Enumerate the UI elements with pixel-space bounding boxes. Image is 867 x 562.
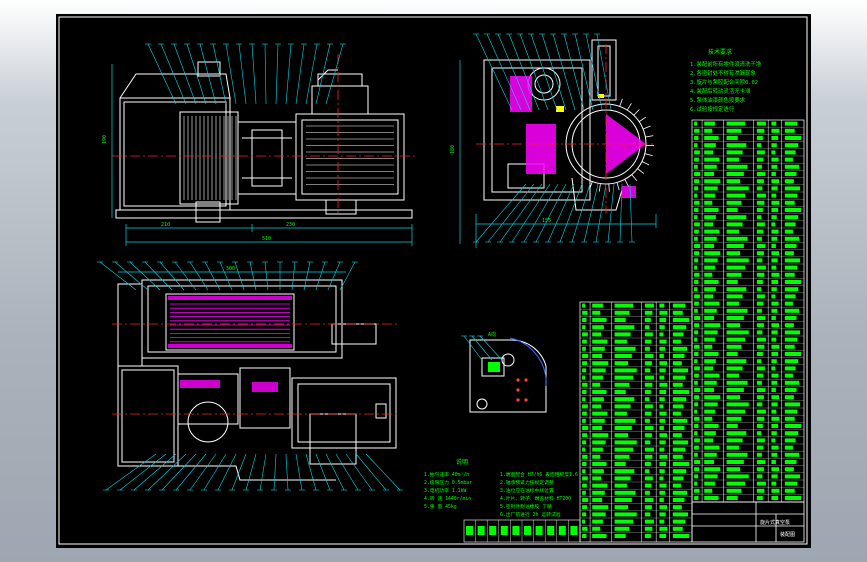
parts-list-table	[463, 119, 805, 543]
note-line: 2.各密封处不得有渗漏现象	[690, 69, 756, 77]
note-line: 2.极限压力 0.5mbar	[424, 479, 472, 486]
note-line: 1.端面配合 H7/h6 表面粗糙度1.6	[500, 471, 578, 478]
side-dimensions	[459, 60, 657, 248]
side-leaders	[473, 33, 635, 243]
note-line: 5.重 量 45kg	[424, 503, 457, 510]
dim-a-label: 210	[161, 222, 170, 228]
detail-view	[469, 339, 547, 413]
note-line: 6.出厂前进行 2h 运转试验	[500, 511, 561, 518]
top-hatching	[168, 296, 292, 392]
dim-b-label: 230	[286, 222, 295, 228]
notes-title: 技术要求	[708, 48, 732, 56]
assembly-notes: 1.端面配合 H7/h6 表面粗糙度1.62.轴承预紧力按规定调整3.油位应在油…	[500, 471, 578, 518]
note-line: 3.旋片与泵腔配合间隙0.02	[690, 78, 758, 86]
notes-2-title: 说明	[456, 458, 468, 466]
dim-overall-label: 510	[262, 236, 271, 242]
detail-tag: A向	[488, 331, 496, 338]
drawing-border	[58, 16, 808, 545]
note-line: 5.密封件耐油橡胶 丁腈	[500, 503, 552, 510]
note-line: 4.转 速 1440r/min	[424, 495, 471, 502]
title-block	[691, 501, 805, 543]
side-hatching	[510, 76, 646, 198]
cad-drawing: 210 230 510 190 155 180 技术要求 1.装配前所	[58, 16, 808, 545]
note-line: 1.抽气速率 40m³/h	[424, 471, 469, 478]
dim-f-label: 300	[226, 266, 235, 272]
front-leaders	[145, 43, 346, 105]
front-view	[115, 61, 413, 223]
note-line: 4.叶片、转子、端盖材料 HT200	[500, 495, 571, 502]
note-line: 6.试验按规定进行	[690, 105, 735, 113]
note-line: 1.装配前所有零件须清洗干净	[690, 60, 762, 68]
note-line: 2.轴承预紧力按规定调整	[500, 479, 554, 486]
technical-notes: 1.装配前所有零件须清洗干净2.各密封处不得有渗漏现象3.旋片与泵腔配合间隙0.…	[690, 60, 762, 113]
dim-d-label: 155	[542, 218, 551, 224]
top-leaders	[97, 261, 403, 491]
note-line: 4.装配后转动灵活无卡滞	[690, 87, 751, 95]
note-line: 3.油位应在油标中线位置	[500, 487, 554, 494]
note-line: 5.泵体油漆颜色按要求	[690, 96, 746, 104]
title-code: 装配图	[780, 531, 795, 538]
note-line: 3.电机功率 1.1kW	[424, 487, 466, 494]
top-view	[117, 279, 397, 481]
flywheel-teeth	[589, 98, 654, 192]
front-dimensions	[111, 64, 413, 246]
dim-c-label: 190	[102, 135, 108, 144]
dim-e-label: 180	[450, 145, 456, 154]
vane-slots	[170, 303, 290, 343]
cad-viewport[interactable]: 210 230 510 190 155 180 技术要求 1.装配前所	[56, 14, 811, 548]
title-name: 旋片式真空泵	[760, 519, 790, 526]
